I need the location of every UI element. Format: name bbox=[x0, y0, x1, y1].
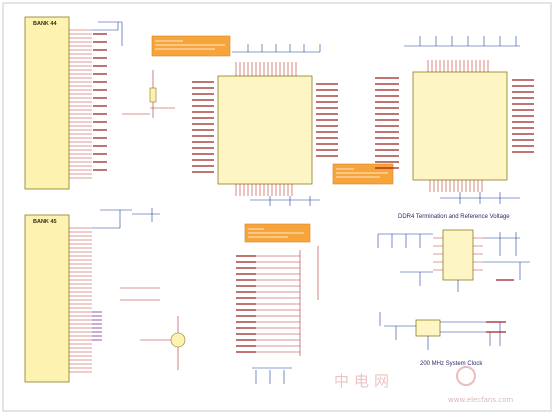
bank-45-title: BANK 45 bbox=[33, 219, 57, 225]
ddr4-chip-center-bottom-pins bbox=[235, 184, 293, 196]
address-net-block bbox=[236, 223, 319, 384]
bank-45-body bbox=[24, 214, 70, 383]
note-box-address-text bbox=[248, 228, 304, 238]
ddr4-chip-center-left-nets bbox=[192, 81, 214, 173]
note-box-top-center-text bbox=[155, 40, 225, 50]
system-clock-title: 200 MHz System Clock bbox=[420, 361, 483, 367]
note-box-top-center bbox=[151, 35, 231, 57]
note-box-mid-center bbox=[332, 163, 394, 185]
ddr4-chip-center-right-nets bbox=[316, 83, 338, 157]
note-box-mid-center-text bbox=[336, 168, 388, 178]
ddr4-termination-title: DDR4 Termination and Reference Voltage bbox=[398, 214, 510, 220]
svg-text:网: 网 bbox=[374, 372, 389, 390]
address-net-labels bbox=[236, 255, 256, 353]
bank-44-block: BANK 44 bbox=[24, 16, 175, 190]
ddr4-chip-center bbox=[151, 35, 394, 206]
ddr4-chip-center-body bbox=[217, 75, 313, 185]
watermark-logo: 中 电 网 www.elecfans.com bbox=[334, 366, 513, 404]
bank-44-power-wires bbox=[92, 21, 123, 46]
system-clock-block: 200 MHz System Clock bbox=[379, 312, 506, 367]
ddr4-chip-right-left-nets bbox=[375, 77, 399, 169]
ddr4-chip-right-right-nets bbox=[512, 79, 534, 153]
svg-text:中: 中 bbox=[334, 372, 349, 390]
ddr4-chip-right-power bbox=[404, 36, 520, 204]
bank-45-bus bbox=[92, 311, 102, 341]
clock-oscillator-body bbox=[415, 319, 441, 337]
address-net-caps bbox=[252, 367, 292, 384]
ddr4-chip-right-top-pins bbox=[427, 60, 489, 72]
ddr4-chip-right-body bbox=[412, 71, 508, 181]
ddr4-chip-center-top-pins bbox=[235, 62, 297, 76]
termination-regulator-body bbox=[442, 229, 474, 281]
ddr4-chip-right-bottom-pins bbox=[429, 180, 483, 192]
ddr4-chip-right bbox=[375, 36, 534, 204]
bank-44-led-wires bbox=[122, 70, 175, 118]
bank-45-transistor-wires bbox=[120, 287, 179, 370]
svg-text:www.elecfans.com: www.elecfans.com bbox=[448, 396, 513, 404]
address-net-wires bbox=[256, 246, 319, 356]
ddr4-termination-block: DDR4 Termination and Reference Voltage bbox=[377, 214, 530, 292]
bank-44-title: BANK 44 bbox=[33, 21, 57, 27]
npn-transistor-icon bbox=[170, 332, 186, 348]
termination-wires bbox=[377, 232, 530, 292]
bank-44-led bbox=[149, 87, 157, 103]
termination-regulator-pins bbox=[433, 237, 483, 271]
ddr4-chip-center-power bbox=[232, 44, 321, 206]
bank-45-pins bbox=[69, 227, 92, 373]
bank-45-block: BANK 45 bbox=[24, 208, 186, 383]
bank-44-body bbox=[24, 16, 70, 190]
bank-44-net-labels bbox=[93, 33, 107, 171]
svg-text:电: 电 bbox=[354, 372, 369, 390]
bank-44-pins bbox=[69, 29, 92, 179]
clock-net-labels bbox=[486, 321, 506, 333]
bank-45-power-wires bbox=[92, 208, 160, 229]
